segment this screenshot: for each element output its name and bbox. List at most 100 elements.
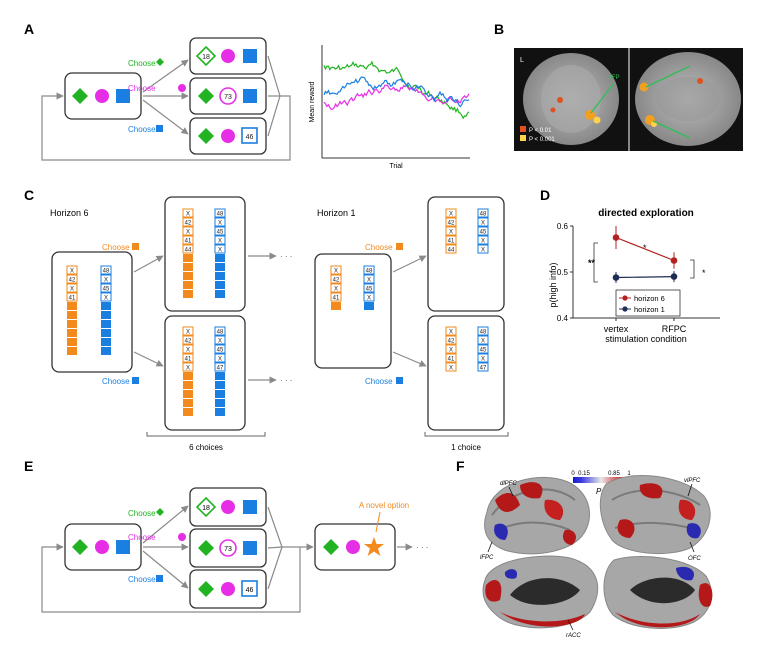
h1-start-blue-cell: [363, 265, 375, 275]
h6-bottom-blue-value: 47: [217, 366, 224, 372]
h6-bottom-blue-value: 48: [217, 330, 224, 336]
h1-bottom-blue-value: X: [481, 357, 485, 363]
h1-bottom-orange-value: X: [449, 348, 453, 354]
h1-top-orange-value: X: [449, 212, 453, 218]
choose-blue-label: Choose: [128, 125, 156, 134]
brace-6-choices: 6 choices: [189, 443, 223, 452]
h6-bottom-orange-filled: [183, 372, 193, 380]
blue-square: [116, 89, 130, 103]
reward-xlabel: Trial: [389, 163, 403, 170]
h6-top-blue-cell: [214, 244, 226, 254]
h6-top-orange-filled: [183, 290, 193, 298]
h1-bottom-blue-cell: [477, 335, 489, 345]
h1-top-blue-value: X: [481, 248, 485, 254]
h6-start-orange-filled: [67, 329, 77, 337]
h1-bottom-orange-value: X: [449, 366, 453, 372]
e-ellipsis: · · ·: [416, 543, 428, 552]
start-box: [64, 72, 142, 120]
d-legend-h1: horizon 1: [634, 305, 665, 314]
reward-green: 18: [202, 54, 210, 61]
h6-bottom-blue-filled: [215, 372, 225, 380]
h1-bottom-blue-cell: [477, 344, 489, 354]
h6-start-orange-filled: [67, 311, 77, 319]
h1-bottom-orange-value: 42: [448, 339, 455, 345]
e-reward-green: 18: [202, 505, 210, 512]
h1-top-orange-value: 42: [448, 221, 455, 227]
h6-top-blue-cell: [214, 226, 226, 236]
h6-top-orange-value: X: [186, 230, 190, 236]
h6-top-orange-filled: [183, 254, 193, 262]
h6-top-orange-cell: [182, 217, 194, 227]
h6-bottom-blue-filled: [215, 390, 225, 398]
d-xtick-label: vertex: [604, 324, 629, 334]
h1-bottom-orange-value: 41: [448, 357, 455, 363]
h1-bottom-blue-cell: [477, 362, 489, 372]
h1-start-blue-value: X: [367, 296, 371, 302]
h6-top-blue-value: X: [218, 221, 222, 227]
reward-magenta: 73: [224, 94, 232, 101]
h1-top-blue-cell: [477, 226, 489, 236]
h6-top-blue-filled: [215, 290, 225, 298]
panel-e-label: E: [24, 458, 33, 474]
h6-start-blue-filled: [101, 320, 111, 328]
h1-start-blue-cell: [363, 283, 375, 293]
reward-ylabel: Mean reward: [309, 81, 316, 122]
panel-a-label: A: [24, 21, 34, 37]
choose-magenta-label: Choose: [128, 84, 156, 93]
cortex-surface-maps: 0 0.15 0.85 1 P+ dlPFC: [480, 471, 713, 639]
h6-bottom-orange-value: X: [186, 366, 190, 372]
h1-start-orange-value: X: [334, 287, 338, 293]
novel-option-label: A novel option: [359, 501, 409, 510]
h6-start-blue-filled: [101, 302, 111, 310]
h1-top-blue-value: X: [481, 221, 485, 227]
panel-c-cells: X42X4148X45XX42X414448X45XXX42X41X48X45X…: [66, 208, 489, 416]
h1-top-blue-cell: [477, 217, 489, 227]
h6-start-blue-cell: [100, 283, 112, 293]
h6-top-orange-cell: [182, 226, 194, 236]
svg-text:dlPFC: dlPFC: [500, 481, 517, 487]
e-choose-green: Choose: [128, 509, 156, 518]
h6-start-orange-value: X: [70, 269, 74, 275]
h1-top-blue-value: 48: [480, 212, 487, 218]
h6-bottom-blue-cell: [214, 335, 226, 345]
h1-start-orange-cell: [330, 283, 342, 293]
h1-top-blue-value: 45: [480, 230, 487, 236]
d-series-line-1: [615, 276, 675, 279]
panel-a-diagram: Choose Choose Choose 18 73 46: [41, 37, 291, 161]
h6-bottom-blue-filled: [215, 408, 225, 416]
h1-top-orange-cell: [445, 235, 457, 245]
h6-bottom-orange-cell: [182, 344, 194, 354]
h1-top-orange-value: X: [449, 230, 453, 236]
h6-start-blue-value: 48: [103, 269, 110, 275]
h6-start-blue-cell: [100, 274, 112, 284]
e-reward-blue: 46: [246, 587, 254, 594]
h6-start-orange-cell: [66, 283, 78, 293]
d-point: [670, 273, 678, 280]
mean-reward-plot: Mean reward Trial: [309, 45, 470, 170]
h6-start-blue-cell: [100, 265, 112, 275]
d-ytick-label: 0.6: [557, 222, 569, 231]
panel-e-diagram: Choose Choose Choose 18 73 46 A novel op…: [41, 487, 428, 613]
panel-b-label: B: [494, 21, 504, 37]
e-choose-blue: Choose: [128, 575, 156, 584]
h6-top-blue-filled: [215, 281, 225, 289]
h1-bottom-blue-value: 48: [480, 330, 487, 336]
h6-top-orange-value: X: [186, 212, 190, 218]
h6-bottom-blue-cell: [214, 362, 226, 372]
h6-top-blue-filled: [215, 254, 225, 262]
h6-start-orange-value: 41: [69, 296, 76, 302]
h6-bottom-orange-filled: [183, 390, 193, 398]
h6-top-blue-value: 45: [217, 230, 224, 236]
svg-text:0: 0: [571, 471, 575, 477]
d-legend-h6: horizon 6: [634, 294, 665, 303]
h6-top-orange-filled: [183, 281, 193, 289]
d-ytick-label: 0.5: [557, 268, 569, 277]
h6-start-orange-cell: [66, 274, 78, 284]
h1-start-blue-value: 45: [366, 287, 373, 293]
h1-choose-blue: Choose: [365, 377, 393, 386]
d-point: [670, 257, 678, 264]
h1-bottom-blue-cell: [477, 353, 489, 363]
h6-bottom-orange-filled: [183, 399, 193, 407]
h1-top-orange-value: 41: [448, 239, 455, 245]
